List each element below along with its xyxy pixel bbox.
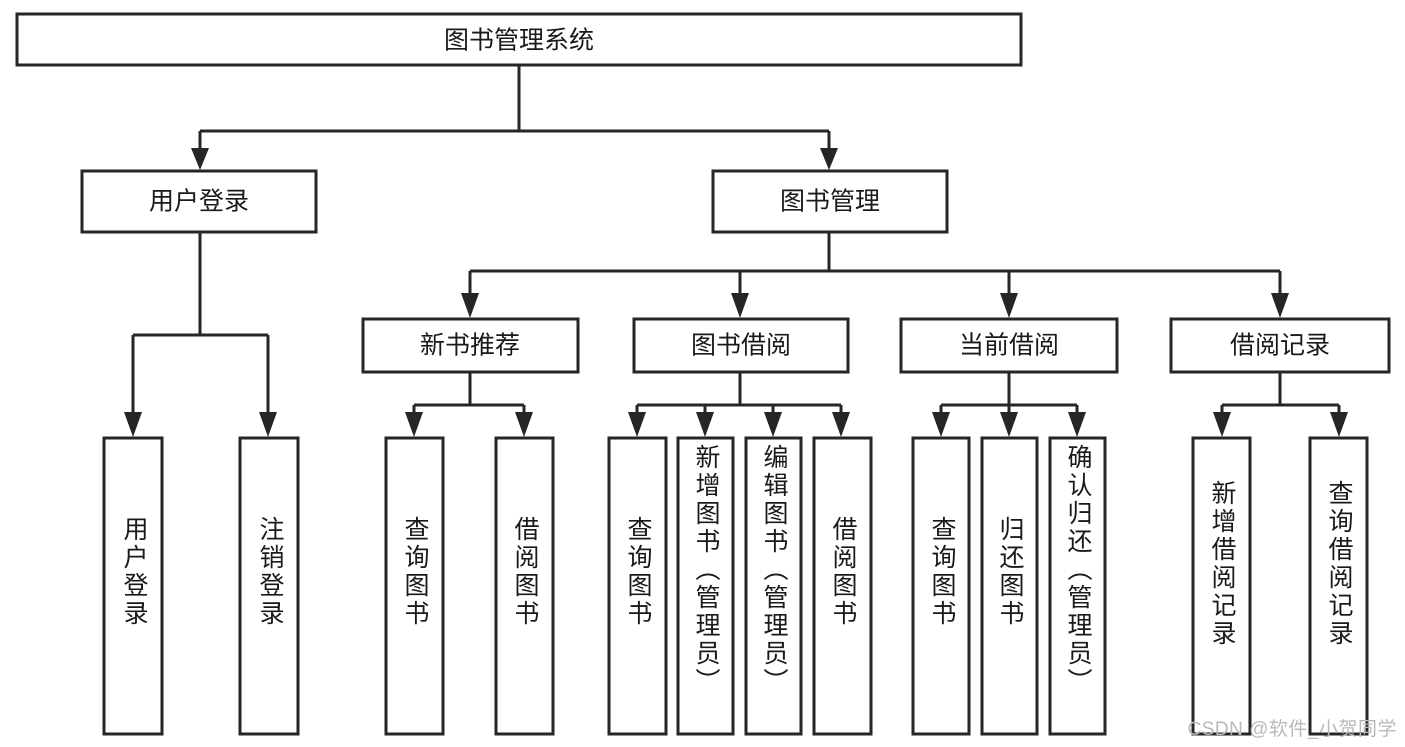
node-box-leaf-cur-query[interactable]	[911, 436, 971, 736]
node-box-leaf-borrow-add[interactable]	[676, 436, 735, 736]
node-box-leaf-rec-add[interactable]	[1191, 436, 1252, 736]
node-box-leaf-rec-query2[interactable]	[1308, 436, 1369, 736]
edge-layer	[124, 66, 1348, 437]
arrow-borrow-record	[1271, 293, 1289, 318]
arrow-leaf-user-logout	[259, 412, 277, 437]
node-label-book-manage: 图书管理	[780, 188, 880, 216]
arrow-leaf-borrow-edit	[764, 412, 782, 437]
arrow-leaf-user-login	[124, 412, 142, 437]
node-box-current-borrow[interactable]	[899, 317, 1119, 374]
label-layer: 图书管理系统 用户登录 图书管理 新书推荐 图书借阅 当前借阅 借阅记录	[149, 27, 1330, 360]
node-label-borrow-record: 借阅记录	[1230, 332, 1330, 360]
arrow-leaf-rec-borrow	[515, 412, 533, 437]
node-box-root[interactable]	[15, 12, 1023, 67]
node-box-user-login[interactable]	[80, 169, 318, 234]
arrow-bookmanage	[820, 148, 838, 170]
node-box-leaf-cur-return[interactable]	[980, 436, 1039, 736]
arrow-leaf-rec-query2	[1330, 412, 1348, 437]
node-layer	[15, 12, 1391, 736]
node-label-current-borrow: 当前借阅	[959, 332, 1059, 360]
arrow-userlogin	[191, 148, 209, 170]
node-box-book-borrow[interactable]	[632, 317, 850, 374]
arrow-leaf-borrow-add	[696, 412, 714, 437]
node-box-leaf-rec-query[interactable]	[384, 436, 445, 736]
arrow-leaf-cur-return	[1000, 412, 1018, 437]
arrow-book-borrow	[731, 293, 749, 318]
node-label-new-book-rec: 新书推荐	[420, 332, 520, 360]
node-box-leaf-rec-borrow[interactable]	[494, 436, 555, 736]
node-box-leaf-borrow-edit[interactable]	[744, 436, 803, 736]
node-label-user-login: 用户登录	[149, 188, 249, 216]
arrow-leaf-cur-confirm	[1068, 412, 1086, 437]
arrow-leaf-borrow-query	[628, 412, 646, 437]
arrow-current-borrow	[1000, 293, 1018, 318]
node-box-book-manage[interactable]	[711, 169, 949, 234]
node-box-borrow-record[interactable]	[1169, 317, 1391, 374]
arrow-leaf-rec-query	[405, 412, 423, 437]
arrow-leaf-rec-add	[1213, 412, 1231, 437]
node-box-leaf-cur-confirm[interactable]	[1048, 436, 1107, 736]
arrow-new-book-rec	[461, 293, 479, 318]
arrow-leaf-cur-query	[932, 412, 950, 437]
node-box-new-book-rec[interactable]	[361, 317, 580, 374]
node-box-leaf-borrow-lend[interactable]	[812, 436, 873, 736]
node-label-root: 图书管理系统	[444, 27, 594, 55]
node-box-leaf-user-login[interactable]	[102, 436, 164, 736]
node-box-leaf-user-logout[interactable]	[238, 436, 300, 736]
node-box-leaf-borrow-query[interactable]	[607, 436, 668, 736]
watermark-text: CSDN @软件_小贺同学	[1187, 719, 1397, 740]
node-label-book-borrow: 图书借阅	[691, 332, 791, 360]
arrow-leaf-borrow-lend	[832, 412, 850, 437]
